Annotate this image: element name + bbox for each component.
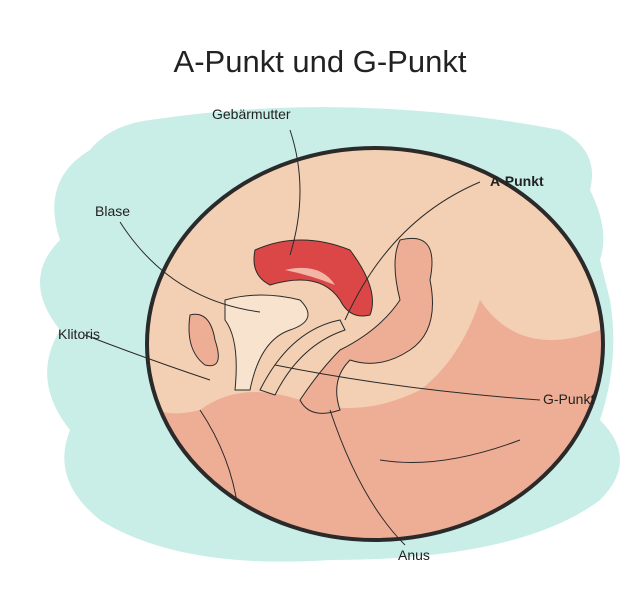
leader-lines <box>84 129 541 546</box>
uterus <box>253 239 373 317</box>
label-bladder: Blase <box>95 203 131 219</box>
vaginal-canal <box>259 319 346 396</box>
label-uterus: Gebärmutter <box>212 106 291 122</box>
label-clitoris: Klitoris <box>58 326 101 342</box>
bladder <box>224 294 309 391</box>
label-a-spot: A-Punkt <box>490 173 544 189</box>
cross-section-circle <box>145 146 605 542</box>
label-anus: Anus <box>398 547 430 563</box>
label-g-spot: G-Punkt <box>543 391 595 407</box>
rectum <box>299 238 433 414</box>
page-title: A-Punkt und G-Punkt <box>173 44 467 79</box>
